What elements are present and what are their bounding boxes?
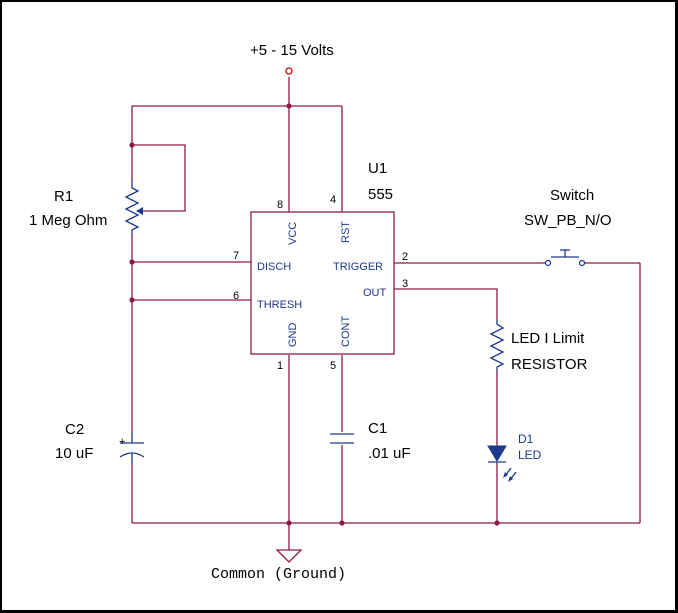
pin-number-cont: 5 [330,360,336,372]
u1-body [250,211,395,355]
switch-part: SW_PB_N/O [524,212,612,229]
ground-triangle-icon [275,549,303,563]
c1-value: .01 uF [368,445,411,462]
d1-ref: D1 [518,432,534,446]
junction-dot [129,297,135,303]
pin-number-disch: 7 [233,250,239,262]
c1-capacitor: C1 .01 uF [330,420,411,462]
c2-ref: C2 [65,421,84,438]
led-emission-arrowhead-1 [503,472,508,478]
c2-capacitor: + C2 10 uF [55,421,145,464]
ground-symbol: Common (Ground) [211,549,346,583]
switch-terminal-right [578,259,586,267]
d1-led: D1 LED [487,432,542,482]
r1-ref: R1 [54,188,73,205]
u1-ref: U1 [368,160,387,177]
led-triangle-icon [487,445,507,462]
led-resistor-line1: LED I Limit [511,330,585,347]
pin-name-cont: CONT [340,316,352,347]
pushbutton-switch: Switch SW_PB_N/O [524,187,612,267]
junction-dot [286,103,292,109]
supply-label: +5 - 15 Volts [250,42,334,59]
led-emission-arrowhead-2 [508,476,513,482]
junction-dot [339,520,345,526]
pin-name-rst: RST [340,221,352,243]
pin-name-trigger: TRIGGER [333,261,383,273]
r1-zigzag [124,182,140,234]
r1-potentiometer: R1 1 Meg Ohm [29,182,143,234]
junction-dot [286,520,292,526]
r1-wiper-arrow-icon [136,207,143,215]
junction-dot [129,259,135,265]
junction-dot [129,142,135,148]
ground-label: Common (Ground) [211,566,346,583]
junction-dot [494,520,500,526]
wires [131,77,641,550]
led-limit-resistor: LED I Limit RESISTOR [489,320,588,373]
u1-part: 555 [368,186,393,203]
pin-number-gnd: 1 [277,360,283,372]
pin-name-vcc: VCC [287,222,299,245]
switch-ref: Switch [550,187,594,204]
pin-name-disch: DISCH [257,261,291,273]
pin-number-out: 3 [402,278,408,290]
pin-number-vcc: 8 [277,199,283,211]
supply-terminal-circle [285,67,293,75]
c1-ref: C1 [368,420,387,437]
led-resistor-line2: RESISTOR [511,356,588,373]
wire-out [394,288,498,320]
pin-number-trigger: 2 [402,251,408,263]
wire-r1-wiper-loop [132,144,186,212]
u1-555-timer: U1 555 8 4 7 6 2 3 1 5 VCC RST DISCH THR… [233,160,408,372]
c2-value: 10 uF [55,445,93,462]
pin-number-thresh: 6 [233,290,239,302]
r1-value: 1 Meg Ohm [29,212,107,229]
supply-terminal: +5 - 15 Volts [250,42,334,75]
led-resistor-zigzag [489,320,505,370]
pin-name-thresh: THRESH [257,299,302,311]
pin-name-gnd: GND [287,323,299,348]
junction-dots [129,103,500,526]
pin-name-out: OUT [363,287,387,299]
d1-part: LED [518,448,542,462]
switch-terminal-left [544,259,552,267]
pin-number-rst: 4 [330,194,336,206]
c2-polarity: + [119,436,125,448]
